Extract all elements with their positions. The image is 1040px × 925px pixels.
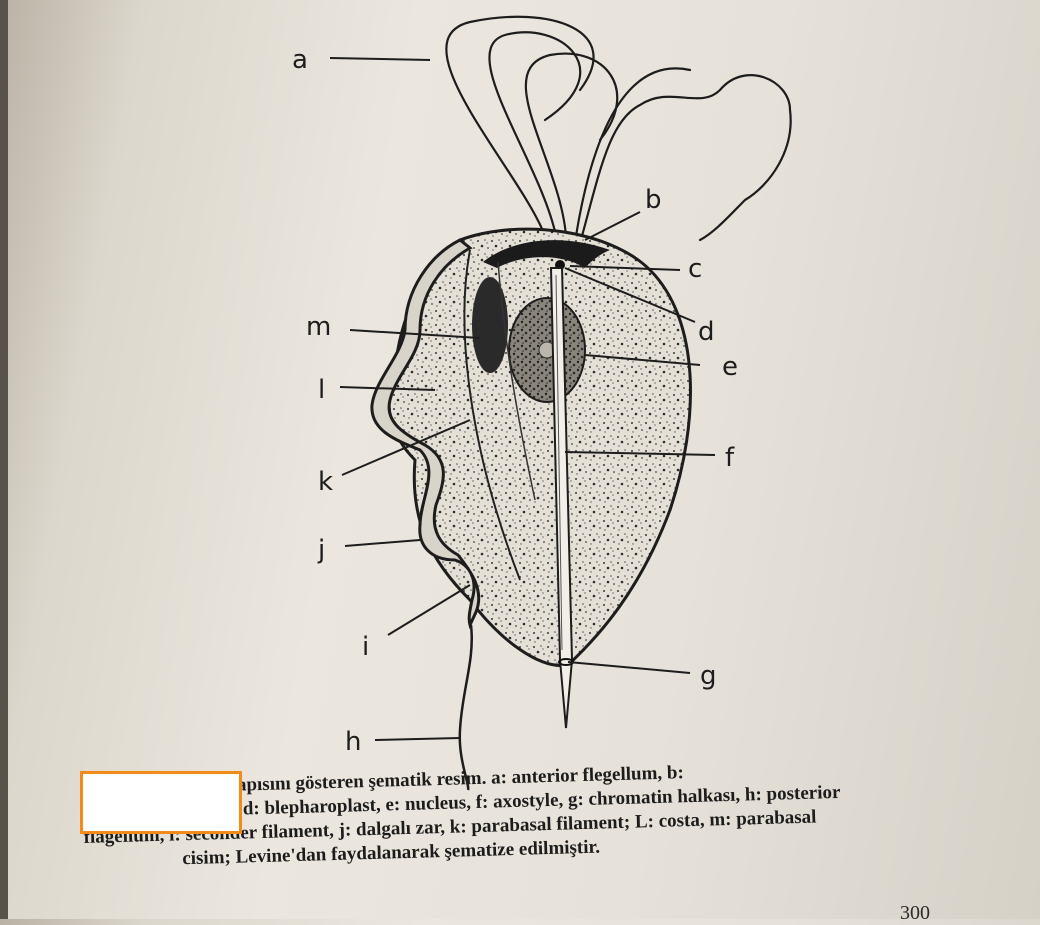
parabasal-body xyxy=(472,277,508,373)
label-m: m xyxy=(306,312,331,342)
cell-body xyxy=(389,229,691,665)
redaction-box xyxy=(80,771,242,834)
anterior-flagella xyxy=(446,17,790,240)
label-g: g xyxy=(700,661,717,691)
label-c: c xyxy=(688,254,702,284)
label-j: j xyxy=(317,535,325,565)
label-e: e xyxy=(722,352,738,382)
label-f: f xyxy=(725,443,735,473)
label-d: d xyxy=(698,317,715,347)
label-a: a xyxy=(292,45,308,75)
label-i: i xyxy=(362,632,369,662)
label-k: k xyxy=(318,467,333,497)
page-number: 300 xyxy=(900,902,930,925)
label-b: b xyxy=(645,185,662,215)
label-l: l xyxy=(318,375,325,405)
posterior-flagellum xyxy=(460,625,472,790)
label-h: h xyxy=(345,727,361,757)
